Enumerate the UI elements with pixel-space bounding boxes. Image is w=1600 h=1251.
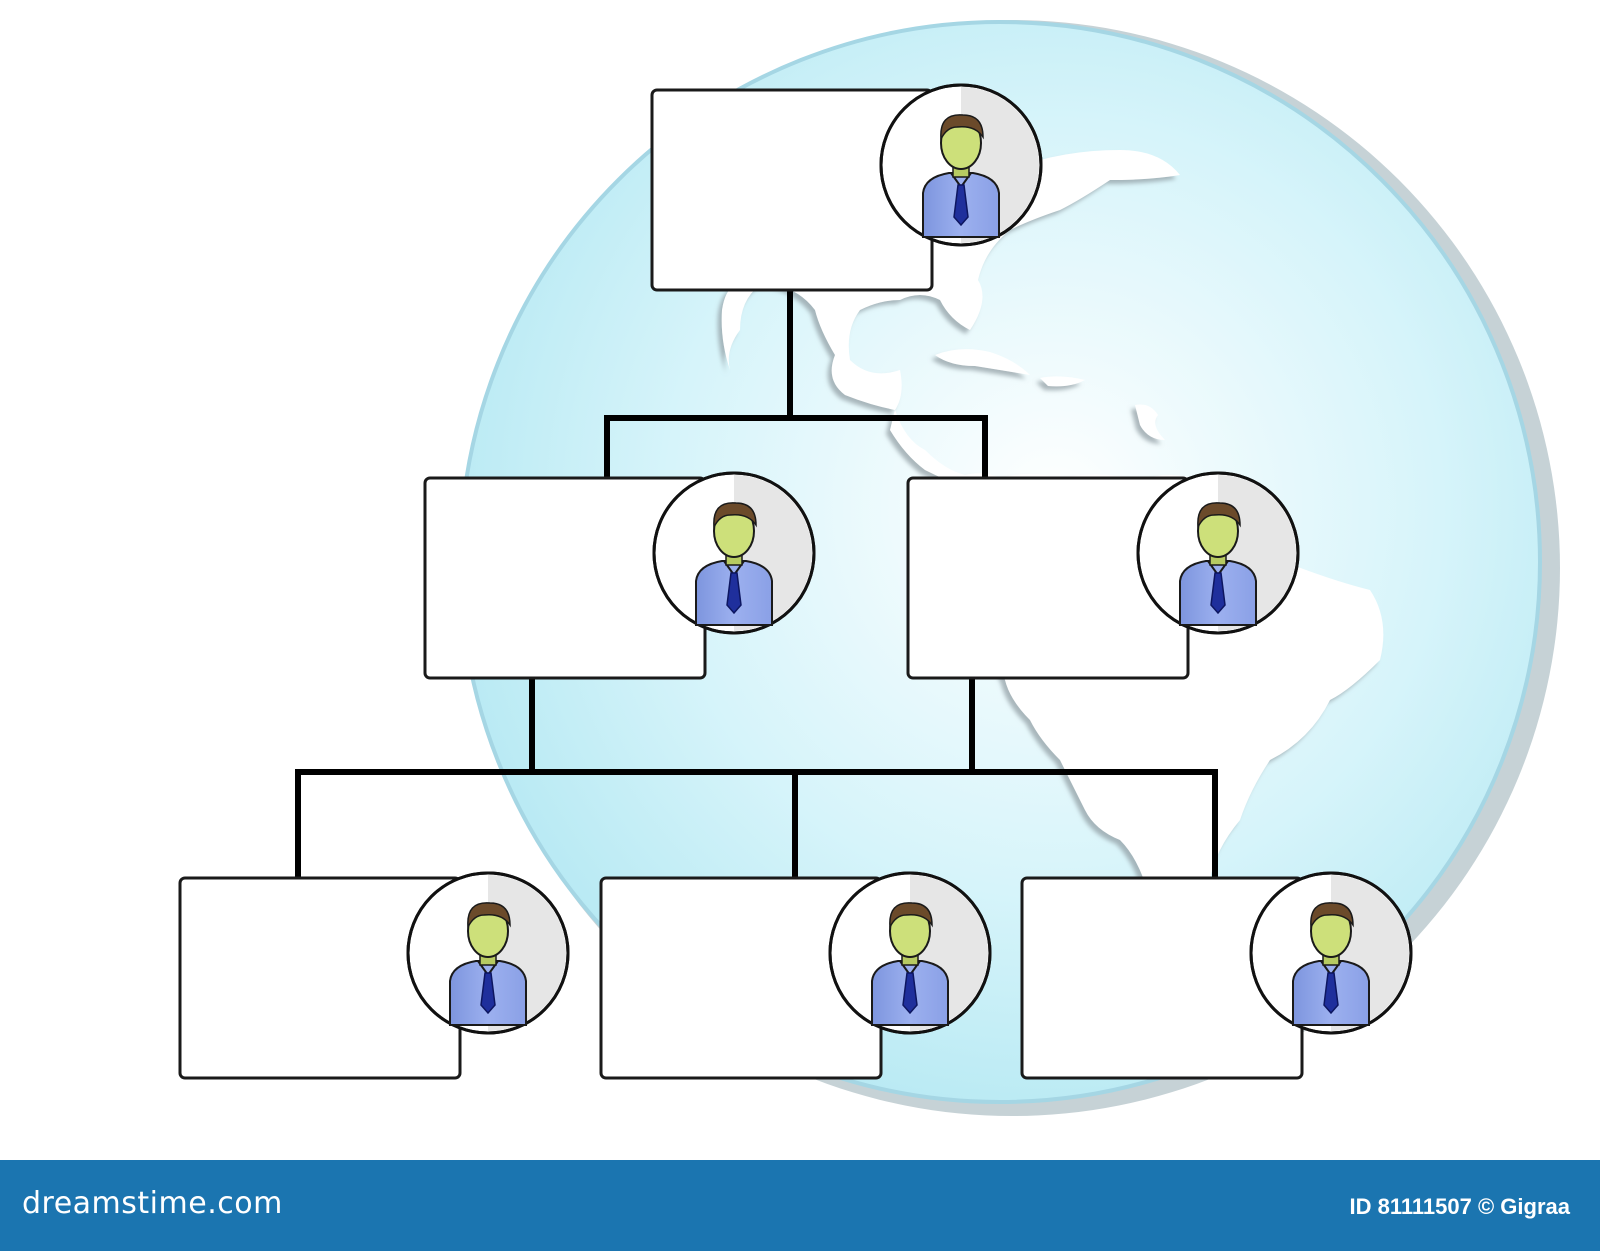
- person-avatar-icon: [879, 83, 1043, 247]
- person-avatar-icon: [652, 471, 816, 635]
- org-node-mid-left: [423, 471, 816, 680]
- person-avatar-icon: [406, 871, 570, 1035]
- stock-footer-bar: dreamstime.com ID 81111507 © Gigraa: [0, 1160, 1600, 1251]
- person-avatar-icon: [1249, 871, 1413, 1035]
- connector-lines: [295, 287, 1218, 881]
- org-chart-illustration: [178, 20, 1560, 1116]
- brand-watermark: dreamstime.com: [22, 1186, 283, 1221]
- image-credit: ID 81111507 © Gigraa: [1349, 1194, 1570, 1219]
- person-avatar-icon: [828, 871, 992, 1035]
- org-node-bottom-center: [599, 871, 992, 1080]
- org-node-bottom-right: [1020, 871, 1413, 1080]
- org-node-top: [650, 83, 1043, 292]
- person-avatar-icon: [1136, 471, 1300, 635]
- org-node-mid-right: [906, 471, 1300, 680]
- org-node-bottom-left: [178, 871, 570, 1080]
